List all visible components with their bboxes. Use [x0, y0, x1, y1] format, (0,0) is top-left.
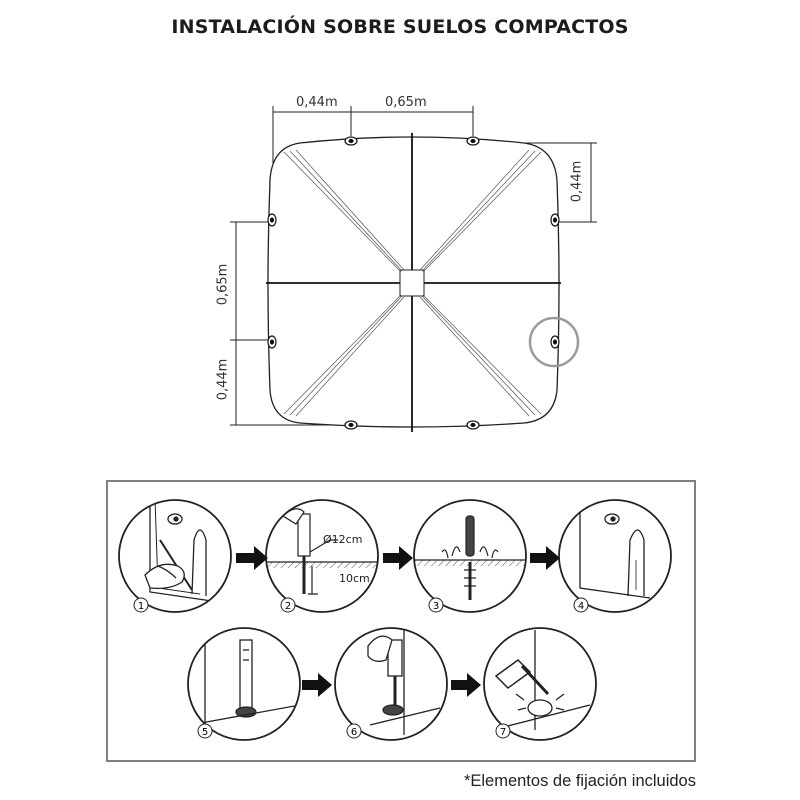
- base-plan-diagram: [230, 106, 597, 432]
- page-title: INSTALACIÓN SOBRE SUELOS COMPACTOS: [171, 16, 629, 38]
- dim-top-right: 0,65m: [385, 95, 427, 110]
- dim-top-left: 0,44m: [296, 95, 338, 110]
- highlight-circle: [528, 316, 580, 368]
- anchor-hole: [344, 420, 358, 430]
- anchor-hole: [466, 420, 480, 430]
- anchor-hole: [466, 136, 480, 146]
- anchor-hole: [550, 335, 560, 349]
- anchor-hole: [267, 335, 277, 349]
- steps-frame: [106, 480, 696, 762]
- anchor-hole: [344, 136, 358, 146]
- anchor-hole: [267, 213, 277, 227]
- anchor-hole: [550, 213, 560, 227]
- footnote: *Elementos de fijación incluidos: [463, 772, 696, 790]
